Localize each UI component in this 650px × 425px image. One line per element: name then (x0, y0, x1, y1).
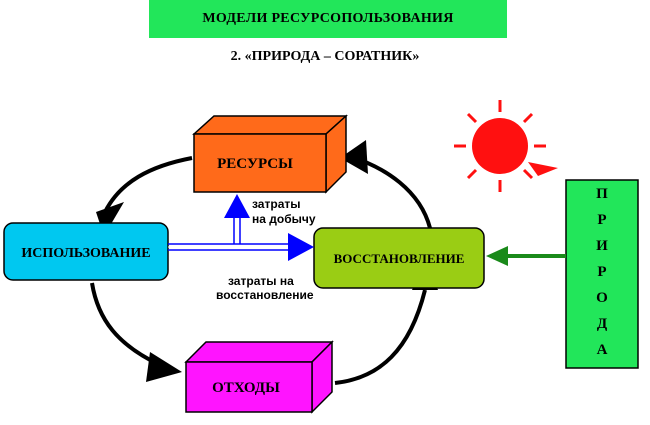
restoration-box: ВОССТАНОВЛЕНИЕ (313, 227, 485, 289)
nature-letter: И (596, 238, 608, 254)
title-banner: МОДЕЛИ РЕСУРСОПОЛЬЗОВАНИЯ (149, 0, 507, 38)
page-subtitle: 2. «ПРИРОДА – СОРАТНИК» (230, 49, 420, 64)
nature-letter: Р (597, 264, 606, 280)
arc-usage-to-waste (90, 282, 161, 367)
arrowhead-to-resources (340, 140, 368, 174)
arrowhead-to-waste (146, 352, 182, 382)
sun-icon (454, 100, 558, 192)
arc-resources-to-usage (103, 156, 193, 213)
nature-to-restoration-arrow (486, 246, 566, 266)
cost-extraction-arrow (224, 194, 250, 244)
cost-restoration-arrow (168, 233, 314, 261)
nature-letter: П (596, 186, 608, 202)
nature-letters: ПРИРОДА (596, 186, 608, 358)
waste-box: ОТХОДЫ (184, 340, 334, 414)
usage-label: ИСПОЛЬЗОВАНИЕ (21, 246, 150, 261)
extraction-cost-label-2: на добычу (252, 212, 316, 226)
nature-letter: Д (597, 316, 608, 332)
usage-box: ИСПОЛЬЗОВАНИЕ (3, 222, 169, 281)
page-title: МОДЕЛИ РЕСУРСОПОЛЬЗОВАНИЯ (202, 11, 454, 26)
nature-letter: Р (597, 212, 606, 228)
arc-waste-to-restoration (334, 289, 427, 385)
restoration-cost-label-2: восстановление (216, 288, 314, 302)
restoration-cost-label-1: затраты на (228, 274, 294, 288)
resources-label: РЕСУРСЫ (217, 156, 293, 172)
extraction-cost-label-1: затраты (252, 197, 301, 211)
restoration-label: ВОССТАНОВЛЕНИЕ (334, 251, 465, 266)
nature-letter: А (597, 342, 608, 358)
resources-box: РЕСУРСЫ (192, 114, 348, 194)
nature-box: ПРИРОДА (565, 179, 639, 369)
nature-letter: О (596, 290, 608, 306)
waste-label: ОТХОДЫ (212, 380, 280, 396)
